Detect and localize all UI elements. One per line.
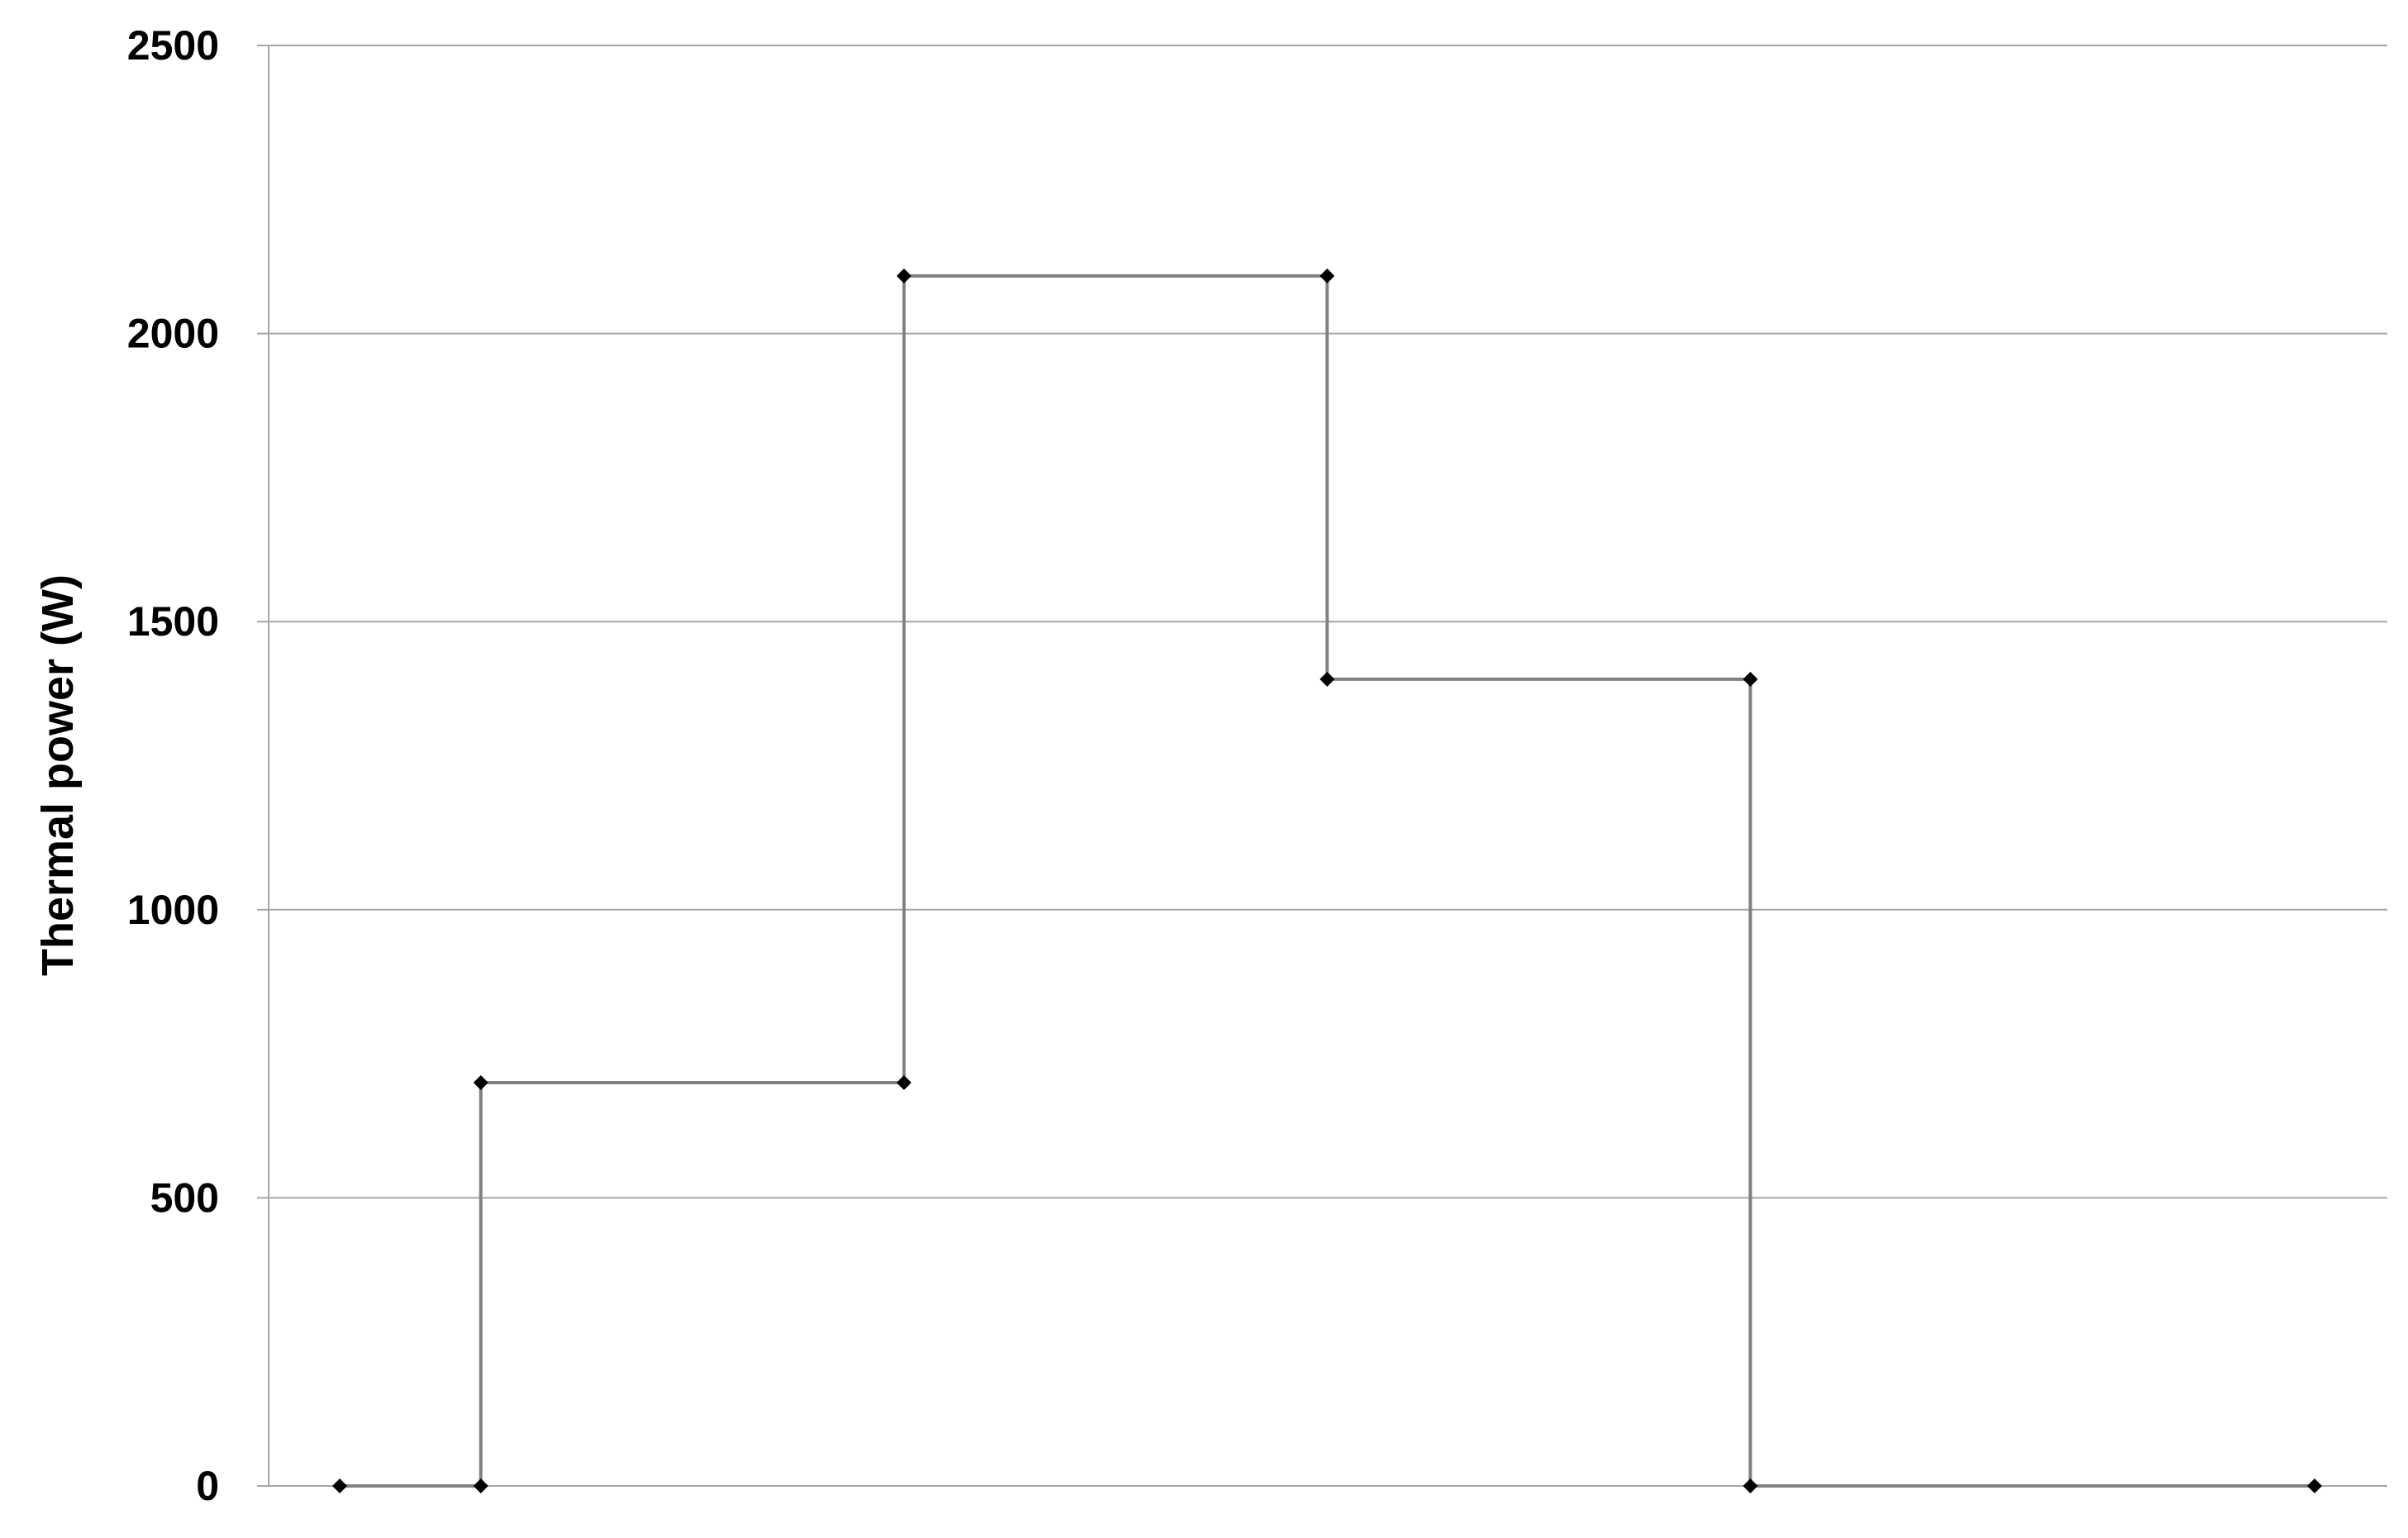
data-point-0-5 bbox=[1319, 268, 1335, 283]
data-point-0-9 bbox=[2307, 1478, 2322, 1493]
data-point-0-1 bbox=[473, 1478, 489, 1493]
data-point-0-8 bbox=[1743, 1478, 1758, 1493]
y-axis-title: Thermal power (W) bbox=[33, 574, 83, 976]
y-tick-label-1500: 1500 bbox=[127, 598, 219, 645]
data-point-0-4 bbox=[896, 268, 912, 283]
y-tick-label-0: 0 bbox=[196, 1463, 219, 1509]
y-tick-label-2000: 2000 bbox=[127, 311, 219, 357]
axes bbox=[257, 45, 2387, 1487]
series bbox=[340, 274, 2315, 1488]
y-tick-labels: 0 500 1000 1500 2000 2500 bbox=[127, 22, 219, 1509]
data-point-0-2 bbox=[473, 1074, 489, 1090]
markers bbox=[332, 268, 2322, 1493]
data-point-0-6 bbox=[1319, 671, 1335, 687]
y-tick-label-500: 500 bbox=[150, 1174, 219, 1221]
data-point-0-0 bbox=[332, 1478, 347, 1493]
data-point-0-3 bbox=[896, 1074, 912, 1090]
data-point-0-7 bbox=[1743, 671, 1758, 687]
y-tick-label-2500: 2500 bbox=[127, 22, 219, 69]
series-line-0 bbox=[340, 274, 2315, 1488]
y-tick-label-1000: 1000 bbox=[127, 887, 219, 933]
